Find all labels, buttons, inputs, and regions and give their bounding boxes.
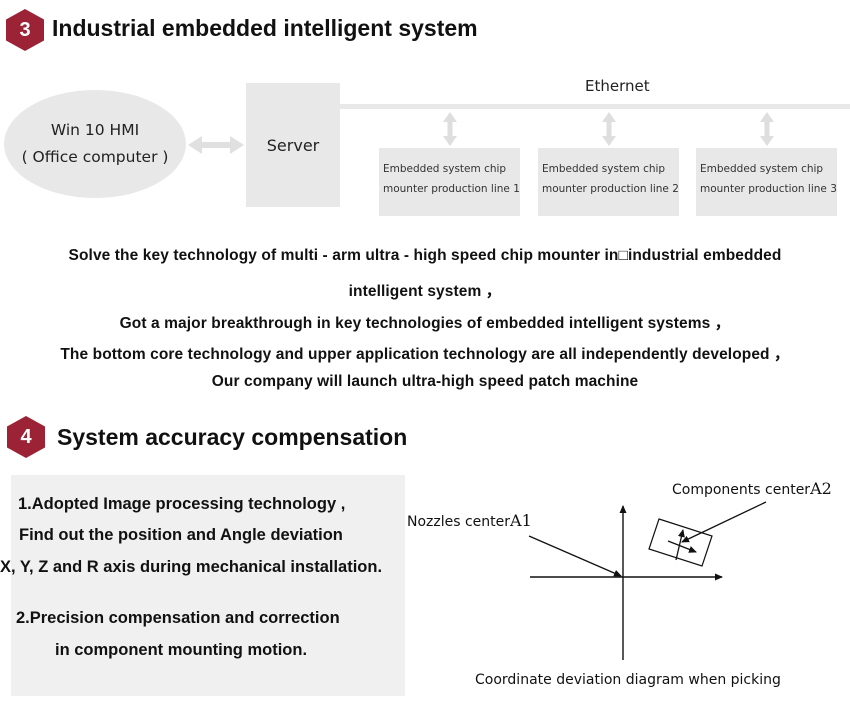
diagram-caption: Coordinate deviation diagram when pickin… [475, 672, 781, 688]
section-3-number: 3 [19, 19, 31, 41]
vertical-arrow-icon [760, 112, 774, 146]
accuracy-point: X, Y, Z and R axis during mechanical ins… [0, 558, 383, 576]
description-line: Got a major breakthrough in key technolo… [119, 315, 731, 332]
production-line-3: Embedded system chip mounter production … [696, 148, 837, 216]
component-x-axis [667, 540, 697, 553]
description-line: intelligent system ， [348, 283, 502, 300]
section-3-badge: 3 [6, 9, 44, 51]
component-center-text: Components center [672, 482, 811, 498]
section-4-badge: 4 [7, 416, 45, 458]
vertical-arrow-icon [443, 112, 457, 146]
bidirectional-arrow-icon [188, 136, 244, 154]
description-line: Solve the key technology of multi - arm … [68, 247, 782, 264]
production-line-label: Embedded system chip [542, 163, 666, 175]
ethernet-bus [340, 104, 850, 109]
hmi-sublabel: ( Office computer ) [21, 148, 169, 166]
production-line-1: Embedded system chip mounter production … [379, 148, 520, 216]
component-center-label: Components centerA2 [672, 479, 832, 498]
nozzle-center-label: Nozzles centerA1 [407, 511, 532, 530]
ethernet-label: Ethernet [585, 77, 650, 95]
hmi-node: Win 10 HMI ( Office computer ) [4, 90, 186, 198]
accuracy-points-panel [11, 475, 405, 696]
hexagon-icon [6, 9, 44, 51]
production-line-sublabel: mounter production line 1 [383, 183, 520, 195]
production-line-2: Embedded system chip mounter production … [538, 148, 679, 216]
nozzle-center-tag: A1 [510, 511, 532, 530]
production-line-sublabel: mounter production line 2 [542, 183, 679, 195]
server-node: Server [246, 83, 340, 207]
section-3-title: Industrial embedded intelligent system [52, 15, 478, 41]
accuracy-point: in component mounting motion. [55, 641, 308, 659]
production-line-label: Embedded system chip [700, 163, 824, 175]
component-y-axis [675, 529, 685, 561]
section-4-title: System accuracy compensation [57, 424, 408, 450]
server-label: Server [266, 135, 320, 155]
hmi-label: Win 10 HMI [50, 121, 140, 139]
component-outline [648, 518, 713, 567]
accuracy-point: Find out the position and Angle deviatio… [19, 526, 343, 544]
nozzle-center-text: Nozzles center [407, 514, 511, 530]
description-line: The bottom core technology and upper app… [60, 346, 790, 363]
component-center-pointer [681, 501, 767, 543]
nozzle-center-pointer [528, 535, 622, 577]
accuracy-point: 1.Adopted Image processing technology , [18, 495, 346, 513]
component-center-tag: A2 [810, 479, 832, 498]
vertical-arrow-icon [602, 112, 616, 146]
production-line-label: Embedded system chip [383, 163, 507, 175]
accuracy-point: 2.Precision compensation and correction [16, 609, 340, 627]
coordinate-deviation-diagram [528, 501, 767, 660]
production-line-sublabel: mounter production line 3 [700, 183, 837, 195]
section-4-number: 4 [20, 426, 32, 448]
description-line: Our company will launch ultra-high speed… [211, 373, 639, 390]
hexagon-icon [7, 416, 45, 458]
